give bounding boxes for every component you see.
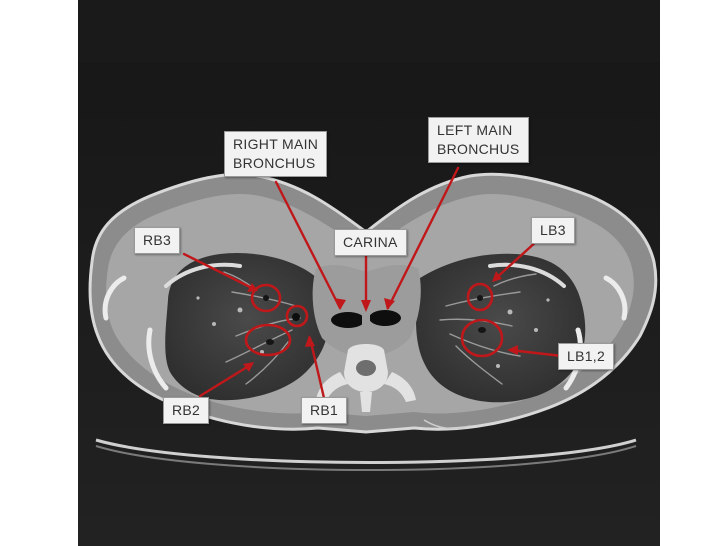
rb3-circle [250,283,282,313]
rb1-circle [285,304,309,328]
label-lb12: LB1,2 [558,343,615,370]
arrow-rb1 [308,336,326,400]
rb2-circle [244,323,292,357]
scanner-table [95,438,637,464]
mediastinum [312,265,421,356]
arrow-rb2 [198,362,254,398]
label-rb3: RB3 [134,227,181,254]
label-rb1: RB1 [301,397,348,424]
label-carina: CARINA [334,229,407,256]
label-lb3: LB3 [531,217,575,244]
arrow-left-main-bronchus [386,166,460,310]
right-lung [165,252,331,401]
label-right-main-bronchus: RIGHT MAIN BRONCHUS [224,131,328,177]
arrow-lb3 [492,238,540,282]
lb12-circle [460,318,504,358]
label-rb2: RB2 [163,397,210,424]
left-main-bronchus-lumen [369,310,401,326]
label-left-main-bronchus: LEFT MAIN BRONCHUS [428,117,529,163]
arrow-rb3 [182,252,258,292]
right-main-bronchus-lumen [331,312,365,328]
arrow-lb12 [508,348,564,358]
arrow-right-main-bronchus [274,180,342,310]
lb3-circle [466,282,494,312]
